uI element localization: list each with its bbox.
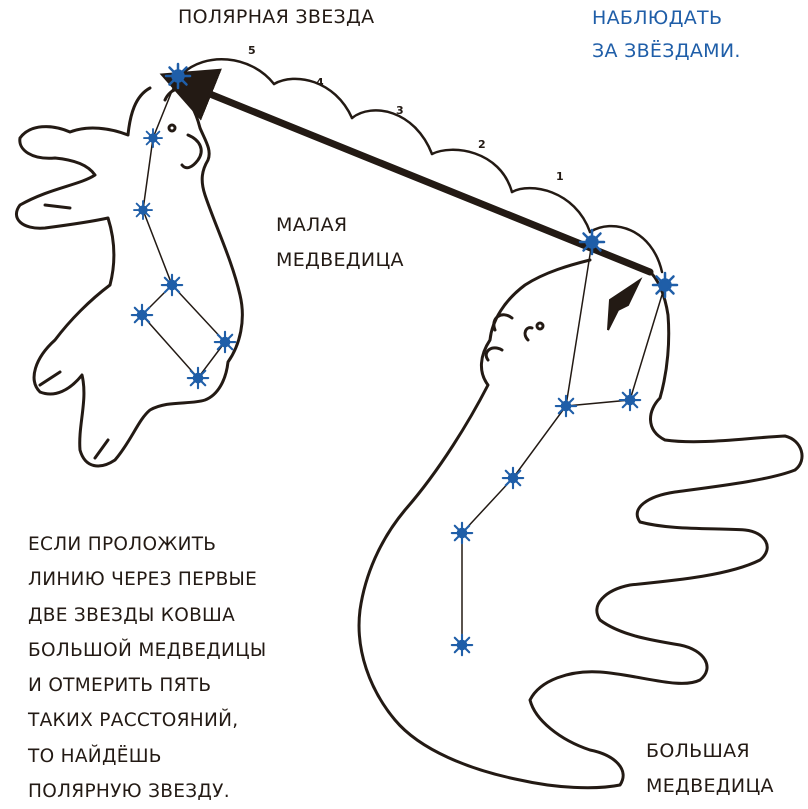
star xyxy=(503,468,523,488)
big-dipper-label: БОЛЬШАЯ МЕДВЕДИЦА xyxy=(646,734,774,804)
explanation-line: И ОТМЕРИТЬ ПЯТЬ xyxy=(28,668,266,703)
polaris-star xyxy=(166,64,190,88)
big-dipper-line xyxy=(462,242,592,645)
explanation-line: ЕСЛИ ПРОЛОЖИТЬ xyxy=(28,527,266,562)
big-bear-brow xyxy=(525,328,532,340)
distance-arc xyxy=(352,110,432,154)
distance-mark-3: 3 xyxy=(396,104,404,117)
explanation-line: ПОЛЯРНУЮ ЗВЕЗДУ. xyxy=(28,774,266,809)
distance-mark-2: 2 xyxy=(478,138,486,151)
star xyxy=(653,273,677,297)
little-bear-snout xyxy=(182,135,201,168)
star xyxy=(162,275,182,295)
star xyxy=(188,368,208,388)
little-bear-eye xyxy=(169,125,175,131)
star xyxy=(620,390,640,410)
explanation-line: ТО НАЙДЁШЬ xyxy=(28,739,266,774)
explanation-text: ЕСЛИ ПРОЛОЖИТЬ ЛИНИЮ ЧЕРЕЗ ПЕРВЫЕ ДВЕ ЗВ… xyxy=(28,527,266,809)
explanation-line: БОЛЬШОЙ МЕДВЕДИЦЫ xyxy=(28,633,266,668)
big-dipper-label-line: БОЛЬШАЯ xyxy=(646,734,774,769)
explanation-line: ДВЕ ЗВЕЗДЫ КОВША xyxy=(28,598,266,633)
distance-arc xyxy=(274,79,352,118)
polaris-label: ПОЛЯРНАЯ ЗВЕЗДА xyxy=(178,6,374,28)
little-dipper-label-line: МАЛАЯ xyxy=(276,208,404,243)
little-dipper-line xyxy=(142,76,225,378)
pointer-arrow xyxy=(205,92,650,272)
star xyxy=(144,129,162,147)
big-bear-ear xyxy=(494,315,512,330)
star xyxy=(132,305,152,325)
distance-mark-4: 4 xyxy=(316,76,324,89)
star xyxy=(452,523,472,543)
little-dipper-label: МАЛАЯ МЕДВЕДИЦА xyxy=(276,208,404,278)
big-bear-outline xyxy=(359,260,802,788)
explanation-line: ЛИНИЮ ЧЕРЕЗ ПЕРВЫЕ xyxy=(28,562,266,597)
big-bear-mouth xyxy=(608,280,640,330)
distance-arc xyxy=(512,188,590,232)
little-bear-outline xyxy=(16,88,242,466)
distance-mark-5: 5 xyxy=(248,44,256,57)
distance-arc xyxy=(182,59,274,84)
star xyxy=(452,635,472,655)
distance-mark-1: 1 xyxy=(556,170,564,183)
explanation-line: ТАКИХ РАССТОЯНИЙ, xyxy=(28,703,266,738)
tip-line: ЗА ЗВЁЗДАМИ. xyxy=(592,35,741,68)
little-dipper-label-line: МЕДВЕДИЦА xyxy=(276,243,404,278)
tip-text: НАБЛЮДАТЬ ЗА ЗВЁЗДАМИ. xyxy=(592,2,741,68)
little-bear-paw-lines xyxy=(40,205,108,458)
little-bear-drawing xyxy=(16,88,242,466)
star xyxy=(215,332,235,352)
big-bear-drawing xyxy=(359,260,802,788)
big-bear-eye xyxy=(537,323,543,329)
star xyxy=(556,396,576,416)
big-dipper-label-line: МЕДВЕДИЦА xyxy=(646,769,774,804)
star xyxy=(134,201,152,219)
tip-line: НАБЛЮДАТЬ xyxy=(592,2,741,35)
big-bear-ear-2 xyxy=(486,348,502,360)
star xyxy=(580,230,604,254)
